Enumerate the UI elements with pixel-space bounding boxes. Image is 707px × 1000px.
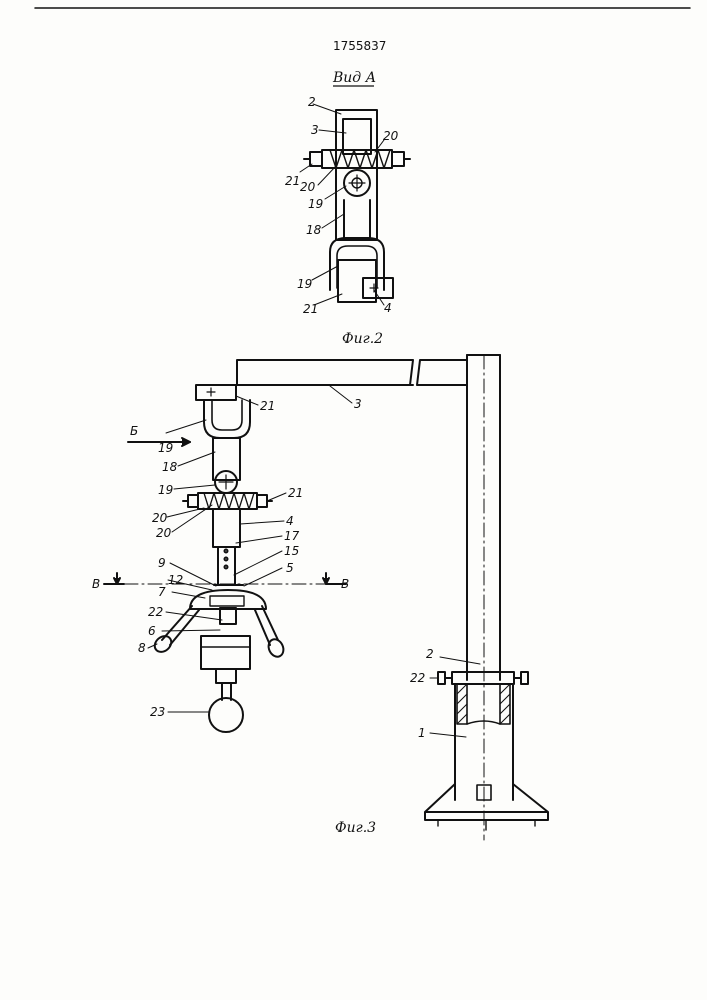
fig3-top-block — [196, 385, 236, 400]
fig3-stirrup — [204, 400, 250, 438]
patent-number: 1755837 — [333, 39, 386, 53]
fig3-sleeve-right — [500, 684, 510, 724]
fig3-block4 — [213, 509, 240, 547]
fig2-inner-bar — [343, 119, 371, 154]
fig3-label-23: 23 — [150, 705, 165, 719]
fig2-label-19-top: 19 — [308, 197, 323, 211]
fig3-label-2: 2 — [426, 647, 434, 661]
fig3-label-4: 4 — [286, 514, 294, 528]
fig3-label-22-left: 22 — [148, 605, 163, 619]
fig2-label-21: 21 — [285, 174, 300, 188]
fig2-label-21-bottom: 21 — [303, 302, 318, 316]
fig3-label-9: 9 — [158, 556, 166, 570]
fig3-clamp-collar — [452, 672, 514, 684]
fig3-label-1: 1 — [418, 726, 426, 740]
fig3-assembly — [104, 355, 548, 840]
fig3-label-5: 5 — [286, 561, 294, 575]
fig3-label-20-b: 20 — [156, 526, 172, 540]
fig3-worm-threads — [204, 493, 254, 509]
fig2-label-20-bottom: 20 — [300, 180, 316, 194]
fig3-ball — [209, 698, 243, 732]
fig3-label-17: 17 — [284, 529, 300, 543]
fig3-label-15: 15 — [284, 544, 299, 558]
section-letter-right: В — [341, 577, 349, 591]
section-letter-left: В — [92, 577, 100, 591]
fig3-label-8: 8 — [138, 641, 146, 655]
view-a-label: Вид А — [332, 70, 376, 86]
fig3-label-20-a: 20 — [152, 511, 168, 525]
fig3-label-22-right: 22 — [410, 671, 425, 685]
fig2-worm-threads — [330, 150, 390, 168]
fig3-label-18: 18 — [162, 460, 178, 474]
fig3-label-7: 7 — [158, 585, 166, 599]
fig3-label-6: 6 — [148, 624, 156, 638]
fig2-label-4: 4 — [384, 301, 392, 315]
fig2-label-20-top: 20 — [383, 129, 399, 143]
fig3-sleeve-left — [457, 684, 467, 724]
fig2-label-18: 18 — [306, 223, 322, 237]
fig3-caption: Фиг.3 — [335, 820, 376, 836]
view-arrow-letter: Б — [130, 424, 138, 438]
fig3-arm — [237, 360, 413, 385]
fig3-label-21: 21 — [288, 486, 303, 500]
fig2-label-3: 3 — [311, 123, 319, 137]
fig3-shank — [213, 438, 240, 480]
fig3-label-19-top: 19 — [158, 441, 173, 455]
fig3-label-21-top: 21 — [260, 399, 275, 413]
fig2-caption: Фиг.2 — [342, 331, 383, 347]
fig2-right-knob — [392, 152, 404, 166]
fig3-label-19: 19 — [158, 483, 173, 497]
fig3-label-3: 3 — [354, 397, 362, 411]
fig3-chuck — [201, 636, 250, 669]
fig3-base-flange — [425, 784, 548, 820]
fig2-hub — [338, 260, 376, 302]
fig2-label-2: 2 — [308, 95, 316, 109]
fig2-label-19-bottom: 19 — [297, 277, 312, 291]
fig3-label-12: 12 — [168, 573, 183, 587]
